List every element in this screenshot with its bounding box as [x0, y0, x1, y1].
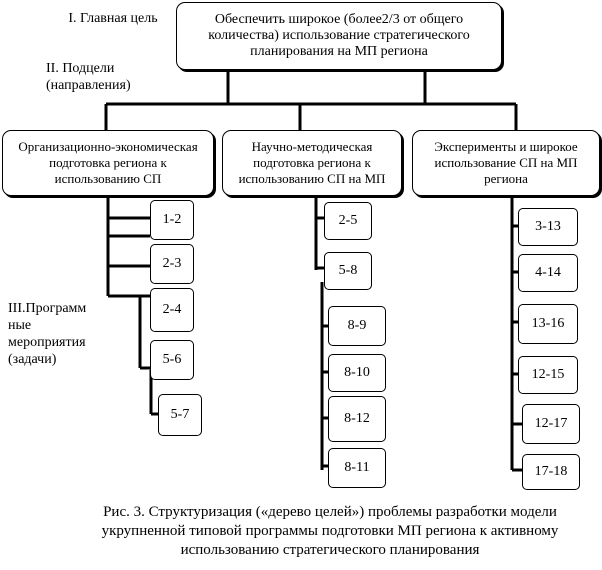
task-label: 12-15 [531, 367, 565, 382]
task-node: 2-3 [150, 244, 194, 284]
task-node: 13-16 [518, 304, 578, 344]
task-node: 8-12 [328, 396, 386, 442]
task-node: 5-8 [324, 252, 372, 290]
task-label: 1-2 [162, 212, 182, 227]
figure-caption: Рис. 3. Структуризация («дерево целей») … [101, 504, 559, 558]
task-node: 3-13 [518, 208, 578, 246]
task-label: 2-4 [162, 302, 182, 317]
task-label: 3-13 [535, 219, 561, 234]
task-label: 5-7 [170, 407, 190, 422]
main-goal-text: Обеспечить широкое (более2/3 от общего к… [208, 12, 470, 59]
task-node: 4-14 [518, 254, 578, 292]
main-goal-box: Обеспечить широкое (более2/3 от общего к… [176, 2, 502, 70]
task-label: 17-18 [534, 464, 568, 479]
task-label: 12-17 [534, 416, 568, 431]
task-label: 5-6 [162, 352, 182, 367]
task-label: 8-10 [344, 365, 370, 380]
task-label: 2-3 [162, 256, 182, 271]
task-node: 2-5 [324, 202, 372, 240]
task-label: 8-9 [347, 318, 367, 333]
task-node: 8-11 [328, 448, 386, 488]
direction-text-2: Научно-методическая подготовка региона к… [238, 139, 386, 186]
direction-box-1: Организационно-экономическая подготовка … [2, 130, 214, 196]
task-label: 8-11 [344, 460, 370, 475]
task-node: 5-6 [150, 340, 194, 380]
task-label: 8-12 [344, 411, 370, 426]
level-subgoals-label: II. Подцели (направления) [46, 61, 131, 93]
task-node: 5-7 [158, 394, 202, 436]
task-label: 13-16 [531, 316, 565, 331]
direction-box-2: Научно-методическая подготовка региона к… [222, 130, 402, 196]
task-node: 8-10 [328, 354, 386, 392]
task-label: 5-8 [338, 263, 358, 278]
level-programs-label: III.Программ ные мероприятия (задачи) [8, 301, 87, 367]
direction-box-3: Эксперименты и широкое использование СП … [412, 130, 600, 196]
direction-text-3: Эксперименты и широкое использование СП … [434, 139, 578, 186]
task-node: 2-4 [150, 288, 194, 332]
task-node: 17-18 [522, 454, 580, 490]
task-node: 12-15 [518, 356, 578, 394]
task-node: 1-2 [150, 200, 194, 240]
task-label: 4-14 [535, 265, 561, 280]
level-main-goal-label: I. Главная цель [68, 11, 158, 26]
task-node: 12-17 [522, 404, 580, 444]
task-label: 2-5 [338, 213, 358, 228]
task-node: 8-9 [328, 306, 386, 346]
direction-text-1: Организационно-экономическая подготовка … [18, 139, 198, 186]
